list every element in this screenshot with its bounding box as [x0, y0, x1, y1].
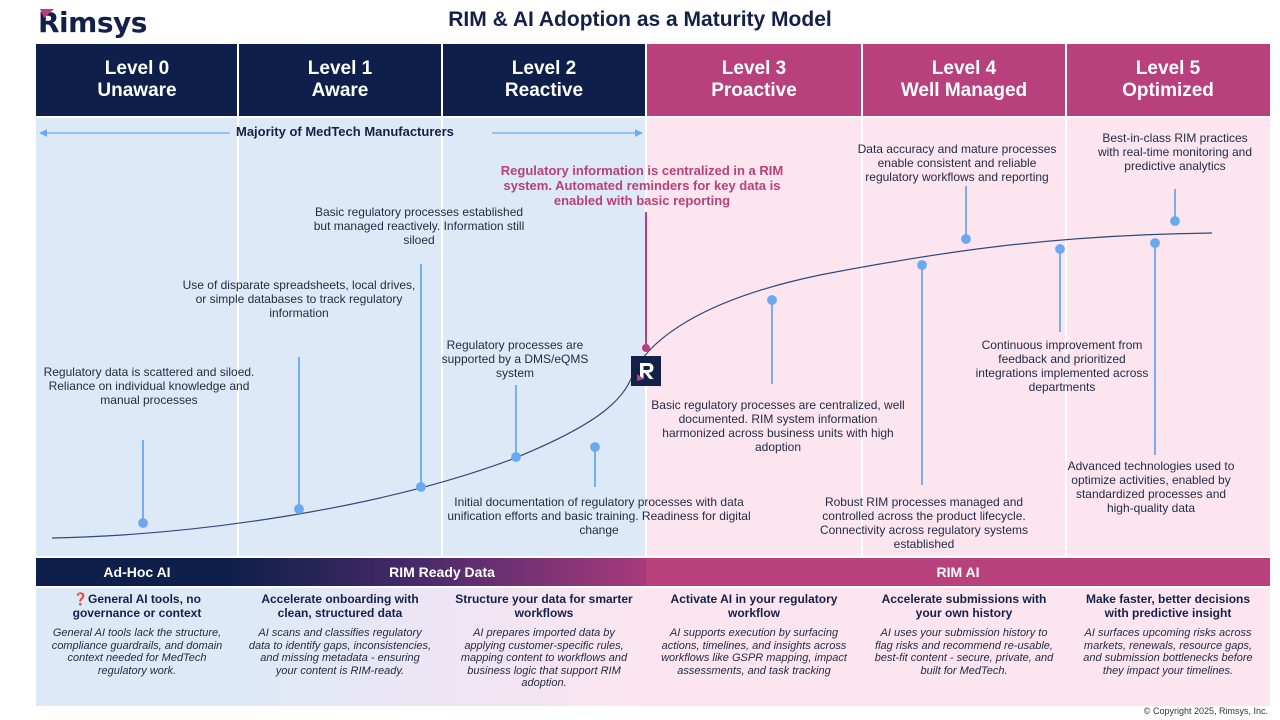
- level-0-header: Level 0 Unaware: [36, 44, 238, 116]
- level-3-number: Level 3: [721, 58, 787, 79]
- level-5-number: Level 5: [1135, 58, 1201, 79]
- level-1-header: Level 1 Aware: [238, 44, 442, 116]
- unaware-to-reactive-region: [36, 118, 646, 556]
- level-5-description: Best-in-class RIM practices with real-ti…: [1097, 131, 1253, 173]
- connector-dot: [767, 295, 777, 305]
- copyright-icon: ©: [1143, 706, 1151, 716]
- ai-card-level-0: ❓General AI tools, no governance or cont…: [36, 588, 238, 706]
- level-5-header: Level 5 Optimized: [1066, 44, 1270, 116]
- continuous-improvement-description: Continuous improvement from feedback and…: [975, 338, 1149, 394]
- level-1-number: Level 1: [307, 58, 373, 79]
- level-5-name: Optimized: [1122, 80, 1214, 101]
- ai-card-title: Activate AI in your regulatory workflow: [670, 592, 838, 620]
- column-divider: [441, 44, 443, 706]
- level-1-name: Aware: [311, 80, 369, 101]
- rim-centralized-description: Regulatory information is centralized in…: [500, 163, 784, 208]
- rim-ai-bar: RIM AI: [646, 558, 1270, 586]
- connector-dot: [917, 260, 927, 270]
- connector-dot: [138, 518, 148, 528]
- ai-card-level-3: Activate AI in your regulatory workflow …: [646, 588, 862, 706]
- level-4-header: Level 4 Well Managed: [862, 44, 1066, 116]
- ai-card-level-2: Structure your data for smarter workflow…: [442, 588, 646, 706]
- level-0-description: Regulatory data is scattered and siloed.…: [43, 365, 255, 407]
- adhoc-ai-bar: Ad-Hoc AI: [36, 558, 238, 586]
- level-0-name: Unaware: [97, 80, 177, 101]
- documentation-description: Initial documentation of regulatory proc…: [447, 495, 751, 537]
- level-4-number: Level 4: [931, 58, 997, 79]
- level-2-header: Level 2 Reactive: [442, 44, 646, 116]
- advanced-technologies-description: Advanced technologies used to optimize a…: [1067, 459, 1235, 515]
- level-1-description: Use of disparate spreadsheets, local dri…: [182, 278, 416, 320]
- connector-dot: [590, 442, 600, 452]
- ai-card-title: ❓General AI tools, no governance or cont…: [72, 592, 202, 620]
- rimsys-badge-icon: [631, 356, 661, 386]
- connector-dot: [961, 234, 971, 244]
- level-4-description: Data accuracy and mature processes enabl…: [857, 142, 1057, 184]
- level-2-description: Basic regulatory processes established b…: [313, 205, 525, 247]
- ai-card-body: General AI tools lack the structure, com…: [51, 627, 223, 677]
- connector-dot: [1170, 216, 1180, 226]
- level-2-number: Level 2: [511, 58, 577, 79]
- logo-accent-icon: [40, 9, 54, 18]
- copyright-notice: © Copyright 2025, Rimsys, Inc.: [1144, 706, 1268, 716]
- proactive-to-optimized-region: [646, 118, 1270, 556]
- rimsys-logo: Rimsys: [38, 4, 147, 40]
- connector-dot: [1055, 244, 1065, 254]
- connector-dot: [1150, 238, 1160, 248]
- ai-card-body: AI surfaces upcoming risks across market…: [1083, 627, 1253, 677]
- ai-card-body: AI uses your submission history to flag …: [874, 627, 1054, 677]
- ai-card-title: Make faster, better decisions with predi…: [1085, 592, 1251, 620]
- column-divider: [237, 44, 239, 706]
- ai-card-body: AI supports execution by surfacing actio…: [661, 627, 847, 677]
- ai-card-title: Structure your data for smarter workflow…: [455, 592, 633, 620]
- ai-card-title: Accelerate submissions with your own his…: [881, 592, 1047, 620]
- ai-card-level-1: Accelerate onboarding with clean, struct…: [238, 588, 442, 706]
- level-3-name: Proactive: [711, 80, 797, 101]
- robust-rim-description: Robust RIM processes managed and control…: [819, 495, 1029, 551]
- ai-card-level-4: Accelerate submissions with your own his…: [862, 588, 1066, 706]
- logo-text: Rimsys: [38, 5, 147, 39]
- majority-label: Majority of MedTech Manufacturers: [236, 124, 454, 139]
- ai-card-level-5: Make faster, better decisions with predi…: [1066, 588, 1270, 706]
- ai-card-body: AI prepares imported data by applying cu…: [460, 627, 628, 689]
- rim-ready-data-bar: RIM Ready Data: [238, 558, 646, 586]
- ai-card-title: Accelerate onboarding with clean, struct…: [261, 592, 419, 620]
- column-divider: [1065, 44, 1067, 706]
- column-divider: [861, 44, 863, 706]
- level-3-description: Basic regulatory processes are centraliz…: [651, 398, 905, 454]
- page-title: RIM & AI Adoption as a Maturity Model: [448, 8, 832, 31]
- connector-dot: [294, 504, 304, 514]
- dms-description: Regulatory processes are supported by a …: [441, 338, 589, 380]
- level-4-name: Well Managed: [900, 80, 1028, 101]
- level-2-name: Reactive: [504, 80, 584, 101]
- rim-connector-dot: [642, 344, 650, 352]
- level-3-header: Level 3 Proactive: [646, 44, 862, 116]
- ai-card-body: AI scans and classifies regulatory data …: [248, 627, 432, 677]
- connector-dot: [511, 452, 521, 462]
- copyright-text: Copyright 2025, Rimsys, Inc.: [1152, 706, 1268, 716]
- level-0-number: Level 0: [104, 58, 170, 79]
- connector-dot: [416, 482, 426, 492]
